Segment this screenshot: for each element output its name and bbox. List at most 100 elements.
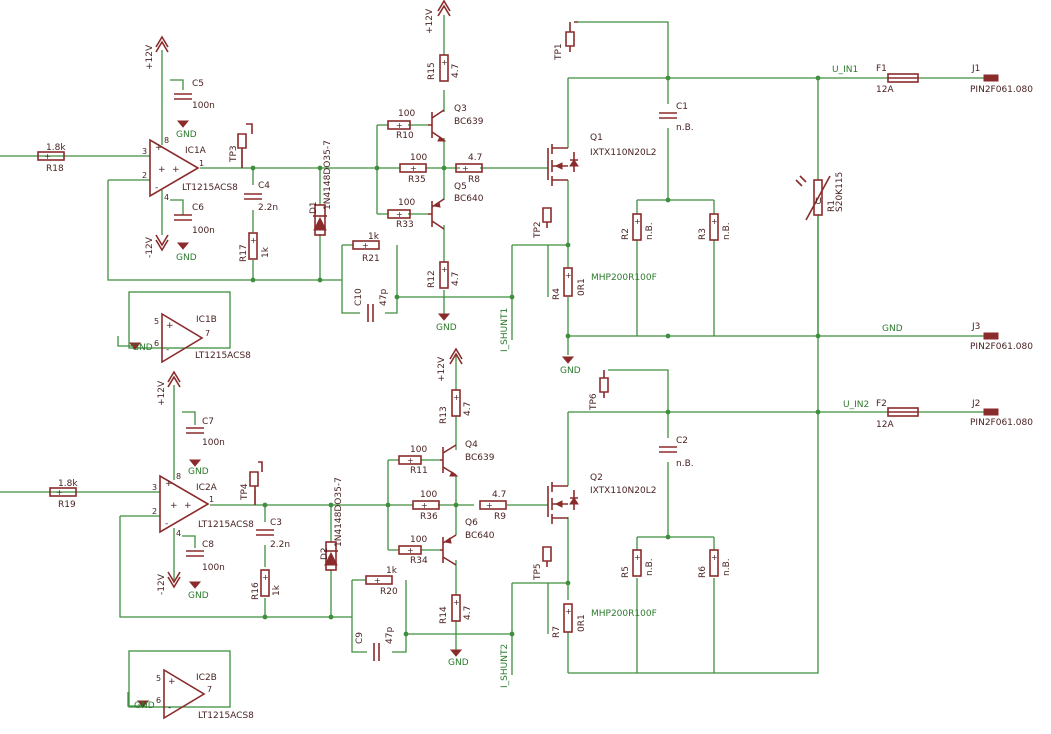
svg-text:-: - — [165, 519, 168, 529]
svg-text:2.2n: 2.2n — [258, 203, 278, 213]
svg-text:J2: J2 — [971, 399, 980, 409]
svg-text:-: - — [168, 703, 171, 713]
svg-text:+: + — [486, 501, 493, 510]
svg-text:3: 3 — [142, 147, 147, 156]
svg-text:C8: C8 — [202, 540, 214, 550]
supply-plus12-2: +12V — [157, 370, 181, 406]
svg-text:R16: R16 — [251, 582, 261, 600]
capacitor-c6: C6 100n GND — [174, 203, 215, 263]
svg-text:+: + — [166, 321, 174, 331]
mosfet-q2: Q2 IXTX110N20L2 — [547, 473, 656, 524]
svg-text:+: + — [421, 501, 428, 510]
svg-text:5: 5 — [154, 317, 159, 326]
svg-text:Q6: Q6 — [465, 518, 478, 528]
wires-channel-2 — [0, 215, 986, 707]
svg-text:C9: C9 — [355, 632, 365, 644]
svg-text:100: 100 — [410, 153, 427, 163]
resistor-r19: + 1.8k R19 — [49, 479, 78, 510]
svg-text:100n: 100n — [192, 101, 215, 111]
svg-text:8: 8 — [164, 136, 169, 145]
svg-text:+: + — [634, 217, 641, 226]
testpoint-tp1: TP1 — [554, 21, 578, 61]
svg-text:4.7: 4.7 — [451, 272, 461, 286]
svg-text:D2: D2 — [320, 547, 330, 560]
capacitor-c3: C3 2.2n — [256, 518, 290, 550]
svg-text:F1: F1 — [876, 64, 887, 74]
svg-text:GND: GND — [176, 130, 197, 140]
capacitor-c7: C7 100n GND — [186, 417, 225, 477]
svg-text:+: + — [168, 677, 176, 687]
svg-text:LT1215ACS8: LT1215ACS8 — [195, 351, 251, 361]
net-gnd-j3: GND — [882, 324, 903, 334]
testpoint-tp4: TP4 — [240, 461, 263, 505]
svg-text:+: + — [462, 164, 469, 173]
svg-text:+: + — [407, 456, 414, 465]
svg-text:R15: R15 — [427, 62, 437, 80]
svg-text:+: + — [170, 501, 178, 511]
svg-text:R18: R18 — [46, 164, 64, 174]
svg-text:R11: R11 — [410, 466, 428, 476]
capacitor-c2: C2 n.B. — [659, 436, 694, 469]
resistor-r8: + 4.7R8 — [455, 153, 483, 185]
svg-text:Q3: Q3 — [454, 104, 467, 114]
svg-text:PIN2F061.080: PIN2F061.080 — [970, 418, 1033, 428]
svg-text:+: + — [410, 164, 417, 173]
svg-text:GND: GND — [134, 701, 155, 711]
svg-text:+: + — [711, 553, 718, 562]
svg-text:1: 1 — [199, 159, 204, 168]
connector-j3: J3 PIN2F061.080 — [970, 322, 1033, 352]
svg-text:GND: GND — [132, 343, 153, 353]
svg-text:U: U — [815, 197, 822, 207]
svg-text:2: 2 — [142, 171, 147, 180]
svg-text:MHP200R100F: MHP200R100F — [591, 273, 657, 283]
svg-text:R10: R10 — [396, 131, 414, 141]
svg-text:n.B.: n.B. — [645, 558, 655, 576]
svg-text:LT1215ACS8: LT1215ACS8 — [198, 711, 254, 721]
svg-text:+: + — [250, 236, 257, 245]
gnd-q5: GND — [436, 313, 457, 333]
connector-j1: J1 PIN2F061.080 — [970, 64, 1033, 95]
svg-text:R35: R35 — [408, 175, 426, 185]
svg-text:BC639: BC639 — [454, 117, 484, 127]
svg-text:+: + — [44, 152, 51, 161]
svg-text:+: + — [262, 573, 269, 582]
svg-text:+: + — [453, 598, 460, 607]
svg-text:1.8k: 1.8k — [46, 143, 66, 153]
opamp-ic2b: +- 56 7 IC2B LT1215ACS8 GND — [128, 650, 254, 721]
resistor-r9: + 4.7R9 — [479, 490, 507, 522]
svg-text:+12V: +12V — [425, 8, 435, 34]
svg-text:LT1215ACS8: LT1215ACS8 — [182, 183, 238, 193]
svg-text:R12: R12 — [427, 270, 437, 288]
svg-text:12A: 12A — [876, 420, 894, 430]
svg-text:GND: GND — [188, 591, 209, 601]
svg-text:Q5: Q5 — [454, 182, 467, 192]
svg-text:4.7: 4.7 — [468, 153, 482, 163]
svg-text:R20: R20 — [380, 587, 398, 597]
testpoint-tp2: TP2 — [533, 207, 552, 239]
svg-text:GND: GND — [176, 253, 197, 263]
resistor-r6: + R6 n.B. — [698, 549, 732, 578]
svg-text:R2: R2 — [621, 228, 631, 240]
svg-text:C1: C1 — [676, 102, 688, 112]
svg-text:5: 5 — [156, 674, 161, 683]
svg-text:Q4: Q4 — [465, 440, 478, 450]
resistor-r21: + 1k R21 — [352, 232, 380, 264]
svg-text:+: + — [711, 217, 718, 226]
svg-text:1k: 1k — [386, 566, 398, 576]
svg-text:PIN2F061.080: PIN2F061.080 — [970, 342, 1033, 352]
svg-text:+: + — [565, 271, 572, 280]
svg-text:+: + — [441, 265, 448, 274]
svg-text:D1: D1 — [309, 201, 319, 214]
svg-text:+: + — [184, 501, 192, 511]
svg-text:IXTX110N20L2: IXTX110N20L2 — [590, 148, 656, 158]
svg-text:LT1215ACS8: LT1215ACS8 — [198, 520, 254, 530]
svg-text:100: 100 — [410, 535, 427, 545]
svg-text:I_SHUNT1: I_SHUNT1 — [500, 308, 510, 352]
svg-text:2: 2 — [152, 507, 157, 516]
